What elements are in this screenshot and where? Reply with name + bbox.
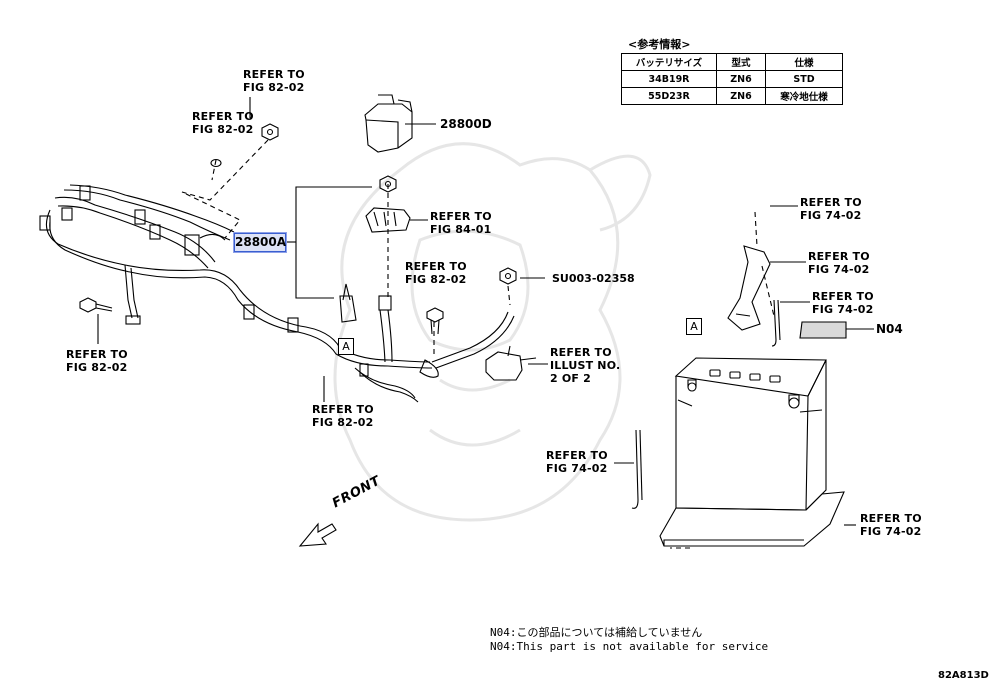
insulator-plate-part[interactable] <box>799 321 847 339</box>
refer-callout[interactable]: REFER TO ILLUST NO. 2 OF 2 <box>550 346 621 385</box>
table-row: 55D23R ZN6 寒冷地仕様 <box>621 87 843 105</box>
battery-tray[interactable] <box>659 491 845 547</box>
nut-icon <box>261 123 279 141</box>
table-cell: 34B19R <box>621 70 717 88</box>
callout-bracket <box>295 186 372 299</box>
bolt-part-code[interactable]: SU003-02358 <box>552 272 635 285</box>
refer-callout[interactable]: REFER TO FIG 74-02 <box>860 512 922 538</box>
refer-callout[interactable]: REFER TO FIG 82-02 <box>312 403 374 429</box>
view-marker-a: A <box>686 318 702 335</box>
figure-id: 82A813D <box>938 670 989 681</box>
fusible-link-block[interactable] <box>365 207 428 233</box>
clamp-rod[interactable] <box>771 299 781 347</box>
callout-leaders <box>97 97 874 526</box>
battery[interactable] <box>674 357 827 511</box>
part-code-28800d[interactable]: 28800D <box>440 117 492 131</box>
refer-callout[interactable]: REFER TO FIG 82-02 <box>66 348 128 374</box>
view-marker-a: A <box>338 338 354 355</box>
table-header: 仕様 <box>765 53 843 71</box>
wire-harness[interactable] <box>39 184 515 403</box>
refer-callout[interactable]: REFER TO FIG 74-02 <box>808 250 870 276</box>
table-cell: ZN6 <box>716 87 766 105</box>
battery-spec-table: バッテリサイズ 型式 仕様 34B19R ZN6 STD 55D23R ZN6 … <box>621 53 843 105</box>
part-code-highlight[interactable]: 28800A <box>234 233 286 252</box>
table-cell: STD <box>765 70 843 88</box>
clamp-rod[interactable] <box>631 429 643 509</box>
bolt-icon <box>426 307 444 335</box>
relay-part[interactable] <box>485 345 548 381</box>
table-header: バッテリサイズ <box>621 53 717 71</box>
refer-callout[interactable]: REFER TO FIG 82-02 <box>192 110 254 136</box>
table-header: 型式 <box>716 53 766 71</box>
table-cell: 寒冷地仕様 <box>765 87 843 105</box>
refer-callout[interactable]: REFER TO FIG 84-01 <box>430 210 492 236</box>
table-cell: ZN6 <box>716 70 766 88</box>
bolt-icon <box>499 267 517 285</box>
ref-table-title: <参考情報> <box>628 38 691 51</box>
table-cell: 55D23R <box>621 87 717 105</box>
refer-callout[interactable]: REFER TO FIG 74-02 <box>812 290 874 316</box>
watermark-emblem <box>333 142 652 522</box>
battery-clamp[interactable] <box>727 245 771 331</box>
nut-icon <box>379 175 397 193</box>
refer-callout[interactable]: REFER TO FIG 74-02 <box>546 449 608 475</box>
n04-label: N04 <box>876 322 903 336</box>
fuse-box-cover-part[interactable] <box>364 94 436 153</box>
note-english: N04:This part is not available for servi… <box>490 640 769 653</box>
refer-callout[interactable]: REFER TO FIG 74-02 <box>800 196 862 222</box>
refer-callout[interactable]: REFER TO FIG 82-02 <box>243 68 305 94</box>
dashed-leaders <box>181 139 775 549</box>
washer-icon <box>210 158 222 168</box>
refer-callout[interactable]: REFER TO FIG 82-02 <box>405 260 467 286</box>
front-arrow-icon <box>298 522 337 547</box>
table-row: 34B19R ZN6 STD <box>621 70 843 88</box>
bolt-icon <box>79 297 113 313</box>
note-japanese: N04:この部品については補給していません <box>490 626 703 639</box>
